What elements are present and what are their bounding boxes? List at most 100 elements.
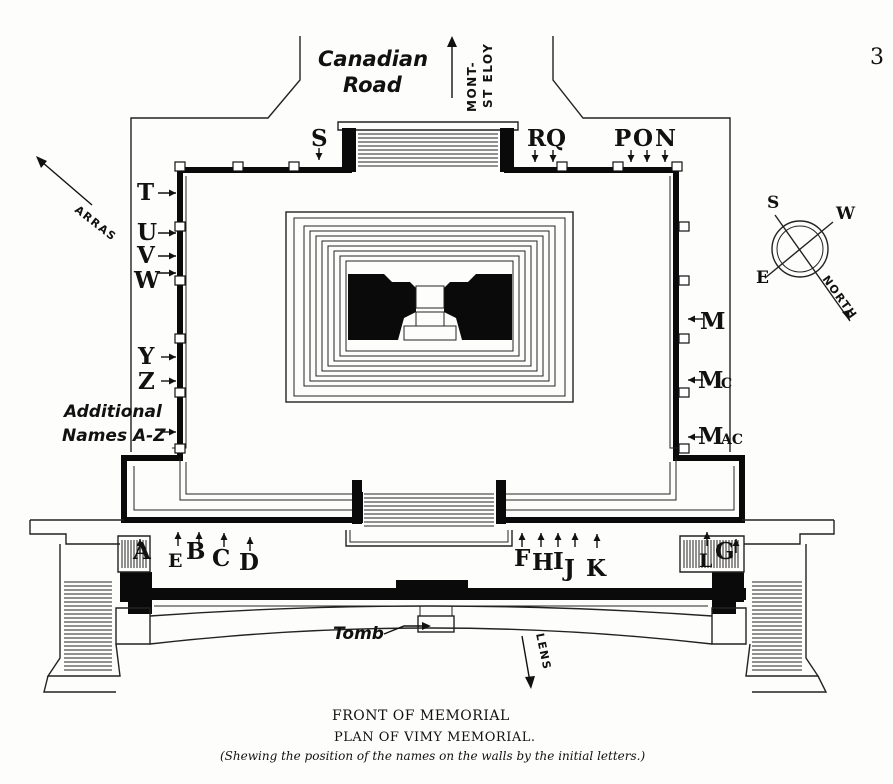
page-number: 3 — [870, 45, 884, 70]
letter-mac-ac: AC — [720, 432, 743, 448]
pointer-head — [174, 532, 182, 539]
terrace-ring — [327, 245, 532, 367]
front-terrace — [29, 519, 835, 693]
canadian-road-label-1: Canadian — [318, 47, 428, 71]
name-pointers — [136, 148, 740, 553]
central-monument — [285, 211, 574, 403]
wall-pillars — [174, 161, 690, 454]
mont-st-eloy-label-1: MONT- — [465, 61, 479, 112]
pointer-head — [537, 533, 545, 540]
pointer-head — [169, 353, 176, 361]
letter-m: M — [700, 308, 725, 335]
letter-d: D — [239, 549, 259, 576]
compass-w: W — [835, 204, 856, 224]
pointer-head — [688, 315, 695, 323]
lens-arrow — [521, 635, 535, 689]
letter-o: O — [633, 125, 653, 152]
additional-names-1: Additional — [62, 402, 163, 422]
road-outlines — [130, 36, 731, 452]
letter-t: T — [137, 179, 154, 206]
pillar-block — [556, 161, 568, 172]
compass-s: S — [767, 193, 779, 213]
terrace-ring — [339, 255, 520, 357]
pointer-head — [732, 539, 740, 546]
pointer-head — [643, 155, 651, 162]
caption-front: FRONT OF MEMORIAL — [332, 708, 510, 724]
pillar-block — [288, 161, 300, 172]
pointer-head — [571, 533, 579, 540]
letter-mac-m: M — [698, 423, 723, 450]
pointer-head — [169, 377, 176, 385]
compass-north: NORTH — [820, 273, 860, 322]
terrace-ring — [345, 260, 514, 352]
letter-s: S — [311, 125, 328, 152]
letter-k: K — [586, 555, 607, 582]
mont-st-eloy-arrow — [447, 36, 457, 98]
terrace-ring — [303, 225, 556, 387]
arras-label: ARRAS — [72, 203, 119, 244]
pillar-block — [174, 387, 186, 398]
terrace-ring — [309, 230, 550, 382]
pointer-head — [169, 189, 176, 197]
pointer-head — [315, 153, 323, 160]
canadian-road-label-2: Road — [343, 73, 403, 97]
letter-j: J — [562, 555, 575, 582]
pillar-block — [174, 161, 186, 172]
pointer-head — [136, 539, 144, 546]
compass-e: E — [756, 268, 769, 288]
letter-i: I — [553, 548, 564, 575]
pointer-head — [549, 155, 557, 162]
pillar-block — [671, 161, 683, 172]
pointer-head — [220, 533, 228, 540]
pillar-block — [678, 443, 690, 454]
letter-e: E — [168, 550, 182, 572]
pointer-head — [169, 428, 176, 436]
pointer-head — [169, 229, 176, 237]
terrace-ring — [315, 235, 544, 377]
letter-g: G — [715, 538, 735, 565]
pillar-block — [174, 275, 186, 286]
pointer-head — [518, 533, 526, 540]
platform-wall — [121, 167, 745, 527]
pointer-head — [246, 537, 254, 544]
letter-v: V — [136, 242, 156, 269]
letter-r: R — [527, 125, 547, 152]
compass-rose: S W E NORTH — [756, 193, 860, 322]
letter-y: Y — [137, 343, 155, 370]
letter-mc-c: C — [721, 376, 732, 392]
letter-l: L — [699, 550, 712, 572]
terrace-ring — [333, 250, 526, 362]
pointer-head — [688, 376, 695, 384]
caption-title: PLAN OF VIMY MEMORIAL. — [334, 730, 535, 745]
pointer-head — [661, 155, 669, 162]
pillar-block — [678, 275, 690, 286]
pointer-head — [169, 252, 176, 260]
pointer-head — [531, 155, 539, 162]
mont-st-eloy-label-2: ST ELOY — [481, 43, 495, 108]
letter-mc-m: M — [698, 367, 723, 394]
pillar-block — [678, 387, 690, 398]
pillar-block — [678, 221, 690, 232]
additional-names-2: Names A-Z — [62, 426, 166, 446]
pointer-head — [554, 533, 562, 540]
pillar-block — [174, 333, 186, 344]
pointer-head — [688, 433, 695, 441]
letter-q: Q — [546, 125, 566, 152]
pillar-block — [232, 161, 244, 172]
letter-z: Z — [138, 368, 155, 395]
letter-c: C — [212, 545, 230, 572]
pointer-head — [593, 534, 601, 541]
pillar-block — [174, 443, 186, 454]
letter-u: U — [137, 219, 157, 246]
letter-p: P — [614, 125, 631, 152]
pointer-head — [703, 532, 711, 539]
pillar-block — [174, 221, 186, 232]
letter-b: B — [186, 538, 205, 565]
caption-note: (Shewing the position of the names on th… — [220, 749, 645, 763]
letter-n: N — [655, 125, 676, 152]
pointer-head — [627, 155, 635, 162]
pillar-block — [678, 333, 690, 344]
terrace-ring — [321, 240, 538, 372]
arras-arrow — [36, 156, 93, 206]
